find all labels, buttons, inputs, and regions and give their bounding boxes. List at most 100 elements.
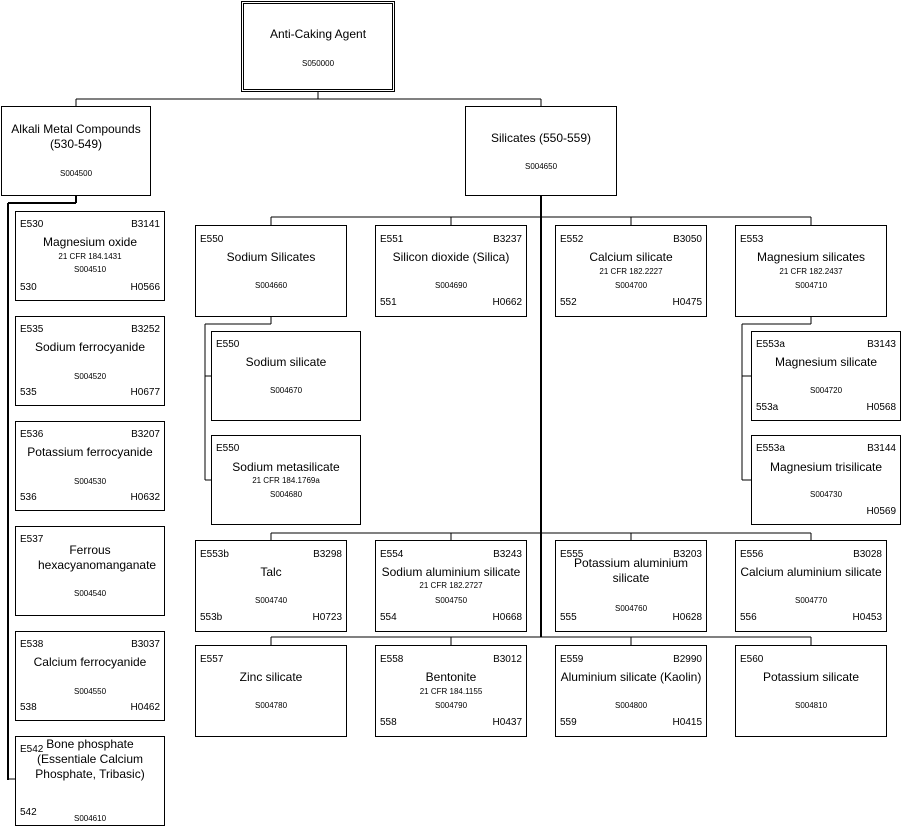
node-silicates[interactable]: Silicates (550-559) S004650 [465, 106, 617, 196]
ins-number: 553a [756, 402, 779, 413]
node-code: S004550 [73, 687, 107, 696]
e-number: E553a [756, 339, 785, 350]
node-label: Ferrous hexacyanomanganate [38, 543, 157, 572]
e-number: E555 [560, 549, 584, 560]
node-code: S004790 [434, 701, 468, 710]
node-label: Bentonite [425, 670, 477, 684]
b-code: B3252 [131, 324, 160, 335]
node-e550-sodium-silicate[interactable]: E550 Sodium silicate S004670 [211, 331, 361, 421]
node-code: S004530 [73, 477, 107, 486]
e-number: E542 [20, 744, 44, 755]
node-label: Zinc silicate [239, 670, 303, 684]
node-label: Sodium Silicates [226, 250, 316, 264]
node-e553a-magnesium-silicate[interactable]: E553a B3143 Magnesium silicate S004720 5… [751, 331, 901, 421]
node-label: Magnesium silicates [756, 250, 866, 264]
h-code: H0437 [492, 717, 522, 728]
e-number: E550 [200, 234, 224, 245]
node-label: Sodium aluminium silicate [381, 565, 521, 579]
node-label: Alkali Metal Compounds (530-549) [11, 122, 141, 151]
b-code: B3143 [867, 339, 896, 350]
node-code: S004520 [73, 372, 107, 381]
node-code: S004670 [269, 386, 303, 395]
node-e537[interactable]: E537 Ferrous hexacyanomanganate S004540 [15, 526, 165, 616]
ins-number: 558 [380, 717, 397, 728]
ins-number: 556 [740, 612, 757, 623]
node-e538[interactable]: E538 B3037 Calcium ferrocyanide S004550 … [15, 631, 165, 721]
node-e553a-magnesium-trisilicate[interactable]: E553a B3144 Magnesium trisilicate S00473… [751, 435, 901, 525]
node-label: Potassium silicate [762, 670, 860, 684]
node-code: S004660 [254, 281, 288, 290]
node-code: S004800 [614, 701, 648, 710]
node-label: Calcium aluminium silicate [740, 565, 882, 579]
ins-number: 551 [380, 297, 397, 308]
e-number: E556 [740, 549, 764, 560]
b-code: B3144 [867, 443, 896, 454]
node-e553-magnesium-silicates[interactable]: E553 Magnesium silicates 21 CFR 182.2437… [735, 225, 887, 317]
node-e555[interactable]: E555 B3203 Potassium aluminium silicate … [555, 540, 707, 632]
b-code: B3028 [853, 549, 882, 560]
e-number: E560 [740, 654, 764, 665]
e-number: E553b [200, 549, 229, 560]
root-node[interactable]: Anti-Caking Agent S050000 [241, 1, 395, 92]
node-e557[interactable]: E557 Zinc silicate S004780 [195, 645, 347, 737]
node-code: S004650 [524, 162, 558, 171]
node-code: S004780 [254, 701, 288, 710]
b-code: B3203 [673, 549, 702, 560]
b-code: B3141 [131, 219, 160, 230]
node-e536[interactable]: E536 B3207 Potassium ferrocyanide S00453… [15, 421, 165, 511]
node-code: S004690 [434, 281, 468, 290]
node-e530[interactable]: E530 B3141 Magnesium oxide 21 CFR 184.14… [15, 211, 165, 301]
h-code: H0632 [130, 492, 160, 503]
node-code: S004500 [59, 169, 93, 178]
e-number: E553a [756, 443, 785, 454]
e-number: E554 [380, 549, 404, 560]
node-e559[interactable]: E559 B2990 Aluminium silicate (Kaolin) S… [555, 645, 707, 737]
b-code: B3037 [131, 639, 160, 650]
node-label: Silicates (550-559) [490, 131, 592, 145]
e-number: E553 [740, 234, 764, 245]
node-label: Sodium ferrocyanide [34, 340, 146, 354]
node-e551[interactable]: E551 B3237 Silicon dioxide (Silica) S004… [375, 225, 527, 317]
ins-number: 536 [20, 492, 37, 503]
h-code: H0475 [672, 297, 702, 308]
node-code: S004610 [73, 814, 107, 823]
node-code: S004770 [794, 596, 828, 605]
node-e554[interactable]: E554 B3243 Sodium aluminium silicate 21 … [375, 540, 527, 632]
node-e553b[interactable]: E553b B3298 Talc S004740 553b H0723 [195, 540, 347, 632]
e-number: E536 [20, 429, 44, 440]
ins-number: 542 [20, 807, 37, 818]
node-code: S004510 [73, 265, 107, 274]
node-label: Sodium metasilicate [232, 460, 340, 474]
node-label: Magnesium oxide [42, 235, 138, 249]
b-code: B3243 [493, 549, 522, 560]
h-code: H0662 [492, 297, 522, 308]
node-label: Potassium aluminium silicate [573, 556, 689, 585]
node-e550-sodium-metasilicate[interactable]: E550 Sodium metasilicate 21 CFR 184.1769… [211, 435, 361, 525]
node-e556[interactable]: E556 B3028 Calcium aluminium silicate S0… [735, 540, 887, 632]
node-label: Bone phosphate (Essentiale Calcium Phosp… [35, 737, 145, 781]
node-code: S004700 [614, 281, 648, 290]
h-code: H0569 [866, 506, 896, 517]
node-label: Potassium ferrocyanide [27, 445, 153, 459]
h-code: H0566 [130, 282, 160, 293]
node-e542[interactable]: E542 Bone phosphate (Essentiale Calcium … [15, 736, 165, 826]
cfr-reference: 21 CFR 182.2727 [419, 581, 483, 590]
node-code: S004810 [794, 701, 828, 710]
node-e560[interactable]: E560 Potassium silicate S004810 [735, 645, 887, 737]
ins-number: 530 [20, 282, 37, 293]
node-e552[interactable]: E552 B3050 Calcium silicate 21 CFR 182.2… [555, 225, 707, 317]
b-code: B3050 [673, 234, 702, 245]
node-label: Magnesium trisilicate [769, 460, 883, 474]
h-code: H0677 [130, 387, 160, 398]
node-label: Calcium silicate [589, 250, 673, 264]
e-number: E535 [20, 324, 44, 335]
node-label: Talc [260, 565, 282, 579]
node-e550-sodium-silicates[interactable]: E550 Sodium Silicates S004660 [195, 225, 347, 317]
node-e558[interactable]: E558 B3012 Bentonite 21 CFR 184.1155 S00… [375, 645, 527, 737]
cfr-reference: 21 CFR 184.1155 [419, 687, 483, 696]
ins-number: 552 [560, 297, 577, 308]
node-e535[interactable]: E535 B3252 Sodium ferrocyanide S004520 5… [15, 316, 165, 406]
node-alkali-metal-compounds[interactable]: Alkali Metal Compounds (530-549) S004500 [1, 106, 151, 196]
h-code: H0668 [492, 612, 522, 623]
